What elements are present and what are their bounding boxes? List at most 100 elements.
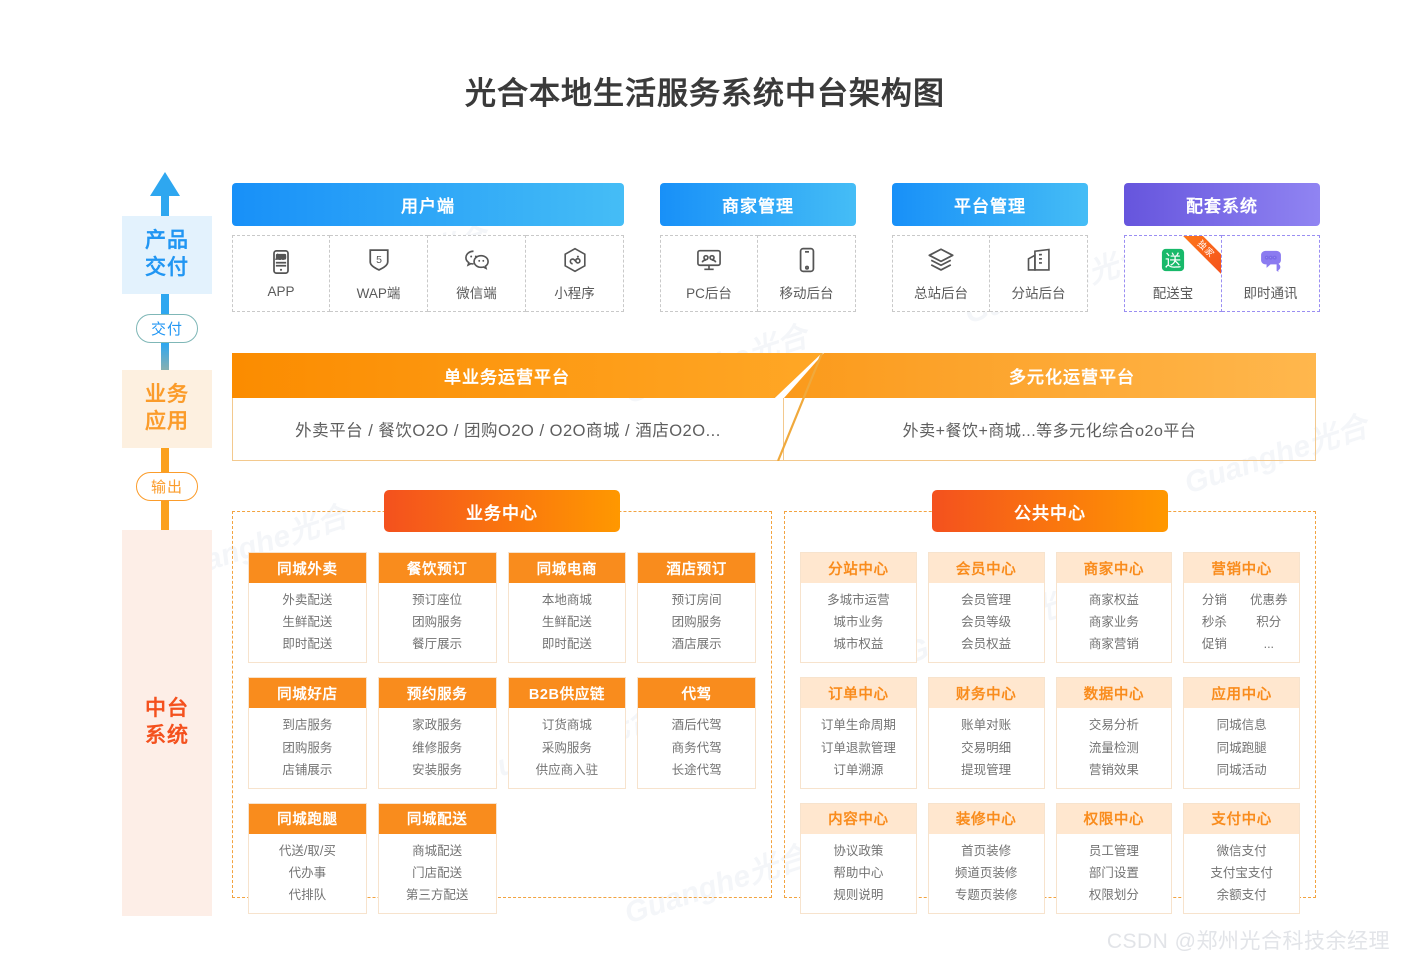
stage-business-application: 业务 应用: [122, 370, 212, 448]
card-items: 多城市运营城市业务城市权益: [801, 583, 916, 662]
group-title-user-client: 用户端: [232, 183, 624, 226]
center-card[interactable]: 同城电商本地商城生鲜配送即时配送: [507, 552, 627, 664]
channel-cell[interactable]: 移动后台: [758, 235, 856, 312]
card-items: 订单生命周期订单退款管理订单溯源: [801, 708, 916, 787]
card-items: 酒后代驾商务代驾长途代驾: [638, 708, 755, 787]
card-items: 本地商城生鲜配送即时配送: [509, 583, 626, 662]
channel-label: WAP端: [356, 285, 401, 301]
group-merchant-management: 商家管理 PC后台 移动后台: [660, 183, 856, 312]
card-item: 家政服务: [412, 718, 463, 733]
center-card[interactable]: 餐饮预订预订座位团购服务餐厅展示: [377, 552, 497, 664]
center-badge-business-center: 业务中心: [384, 490, 620, 532]
connector-label: 输出: [150, 479, 183, 496]
card-item: 商务代驾: [671, 740, 722, 755]
card-item: 餐厅展示: [412, 637, 463, 652]
card-item: 外卖配送: [282, 593, 333, 607]
channel-cell[interactable]: PC后台: [660, 235, 758, 312]
channel-cell[interactable]: 小程序: [526, 235, 624, 312]
group-title-supporting-system: 配套系统: [1124, 183, 1320, 226]
operation-platforms: 单业务运营平台 多元化运营平台 外卖平台 / 餐饮O2O / 团购O2O / O…: [232, 353, 1316, 461]
card-item: 城市业务: [833, 615, 884, 630]
group-title-platform-management: 平台管理: [892, 183, 1088, 226]
card-items: 商家权益商家业务商家营销: [1057, 583, 1172, 662]
single-business-platform-header: 单业务运营平台: [232, 353, 822, 398]
center-card[interactable]: 同城好店到店服务团购服务店铺展示: [248, 677, 367, 789]
card-item: 长途代驾: [671, 762, 722, 777]
center-card[interactable]: 商家中心商家权益商家业务商家营销: [1055, 552, 1173, 664]
card-item: 流量检测: [1088, 740, 1139, 755]
connector-deliver: 交付: [136, 314, 198, 343]
center-card[interactable]: 订单中心订单生命周期订单退款管理订单溯源: [800, 677, 917, 789]
card-item: 首页装修: [961, 843, 1012, 858]
stage-label-line2: 应用: [145, 410, 189, 433]
svg-text:送: 送: [1165, 252, 1181, 270]
channel-label: PC后台: [686, 285, 732, 301]
svg-text:5: 5: [376, 253, 382, 265]
card-item: 员工管理: [1088, 843, 1139, 858]
center-card[interactable]: 同城跑腿代送/取/买代办事代排队: [248, 802, 367, 915]
card-title: 酒店预订: [638, 553, 755, 583]
channel-cell[interactable]: APP APP: [232, 235, 330, 312]
channel-cell[interactable]: 微信端: [428, 235, 526, 312]
stage-label-line1: 产品: [145, 229, 189, 253]
card-item: 生鲜配送: [541, 615, 592, 630]
group-user-client: 用户端 APP APP 5 WAP端 微信端 小程序: [232, 183, 624, 312]
center-card[interactable]: 财务中心账单对账交易明细提现管理: [927, 677, 1045, 789]
building-icon: [1025, 246, 1053, 274]
chat-bubble-icon: [1257, 246, 1285, 274]
card-item: 安装服务: [412, 762, 463, 777]
card-items: 分销优惠券秒杀积分促销...: [1184, 583, 1299, 662]
card-title: 装修中心: [928, 803, 1044, 834]
channel-cell[interactable]: 分站后台: [990, 235, 1088, 312]
stage-product-delivery: 产品 交付: [122, 216, 212, 294]
card-items: 同城信息同城跑腿同城活动: [1184, 708, 1299, 787]
app-phone-icon: APP: [267, 248, 295, 276]
channel-cell[interactable]: 即时通讯: [1222, 235, 1320, 312]
center-badge-public-center: 公共中心: [932, 490, 1168, 532]
center-card[interactable]: 权限中心员工管理部门设置权限划分: [1055, 802, 1173, 915]
center-card[interactable]: 代驾酒后代驾商务代驾长途代驾: [637, 677, 756, 789]
center-card[interactable]: 同城外卖外卖配送生鲜配送即时配送: [248, 552, 367, 664]
center-card[interactable]: 会员中心会员管理会员等级会员权益: [927, 552, 1045, 664]
center-card[interactable]: 酒店预订预订房间团购服务酒店展示: [637, 552, 756, 664]
channel-cell[interactable]: 总站后台: [892, 235, 990, 312]
arrow-up-icon: [150, 172, 180, 196]
card-item: 供应商入驻: [535, 762, 599, 777]
channel-cell[interactable]: 5 WAP端: [330, 235, 428, 312]
channel-label: 总站后台: [914, 285, 968, 301]
card-item: 本地商城: [541, 593, 592, 607]
card-title: 权限中心: [1056, 803, 1172, 834]
group-items-user-client: APP APP 5 WAP端 微信端 小程序: [232, 235, 624, 312]
card-items: 商城配送门店配送第三方配送: [379, 834, 496, 913]
center-card[interactable]: 营销中心分销优惠券秒杀积分促销...: [1183, 552, 1300, 664]
center-card[interactable]: 预约服务家政服务维修服务安装服务: [377, 677, 497, 789]
center-card[interactable]: 支付中心微信支付支付宝支付余额支付: [1183, 802, 1300, 915]
center-card[interactable]: 数据中心交易分析流量检测营销效果: [1055, 677, 1173, 789]
stage-label-line1: 中台: [145, 697, 189, 721]
card-item: 第三方配送: [405, 888, 469, 902]
card-item: 营销效果: [1088, 762, 1139, 777]
card-items: 预订座位团购服务餐厅展示: [379, 583, 496, 662]
center-card[interactable]: 分站中心多城市运营城市业务城市权益: [800, 552, 917, 664]
center-card[interactable]: B2B供应链订货商城采购服务供应商入驻: [507, 677, 627, 789]
channel-label: 微信端: [456, 285, 497, 301]
card-items: 外卖配送生鲜配送即时配送: [249, 583, 366, 662]
stage-mid-platform: 中台 系统: [122, 530, 212, 916]
card-item: 提现管理: [961, 762, 1012, 777]
card-item: 预订房间: [671, 593, 722, 607]
card-items: 微信支付支付宝支付余额支付: [1184, 834, 1299, 913]
card-item: 商家业务: [1088, 615, 1139, 630]
center-card[interactable]: 同城配送商城配送门店配送第三方配送: [377, 802, 497, 915]
channel-label: 移动后台: [779, 285, 834, 301]
card-item: 频道页装修: [954, 865, 1018, 880]
center-card[interactable]: 内容中心协议政策帮助中心规则说明: [800, 802, 917, 915]
card-item: 维修服务: [412, 740, 463, 755]
card-item: 多城市运营: [827, 593, 890, 607]
stage-label-line1: 业务: [145, 383, 189, 407]
center-card[interactable]: 应用中心同城信息同城跑腿同城活动: [1183, 677, 1300, 789]
card-items: 预订房间团购服务酒店展示: [638, 583, 755, 662]
center-card[interactable]: 装修中心首页装修频道页装修专题页装修: [927, 802, 1045, 915]
business-center-column: 同城外卖外卖配送生鲜配送即时配送餐饮预订预订座位团购服务餐厅展示同城电商本地商城…: [232, 490, 772, 915]
channel-cell[interactable]: 送 配送宝独家: [1124, 235, 1222, 312]
card-title: 同城跑腿: [249, 803, 366, 834]
